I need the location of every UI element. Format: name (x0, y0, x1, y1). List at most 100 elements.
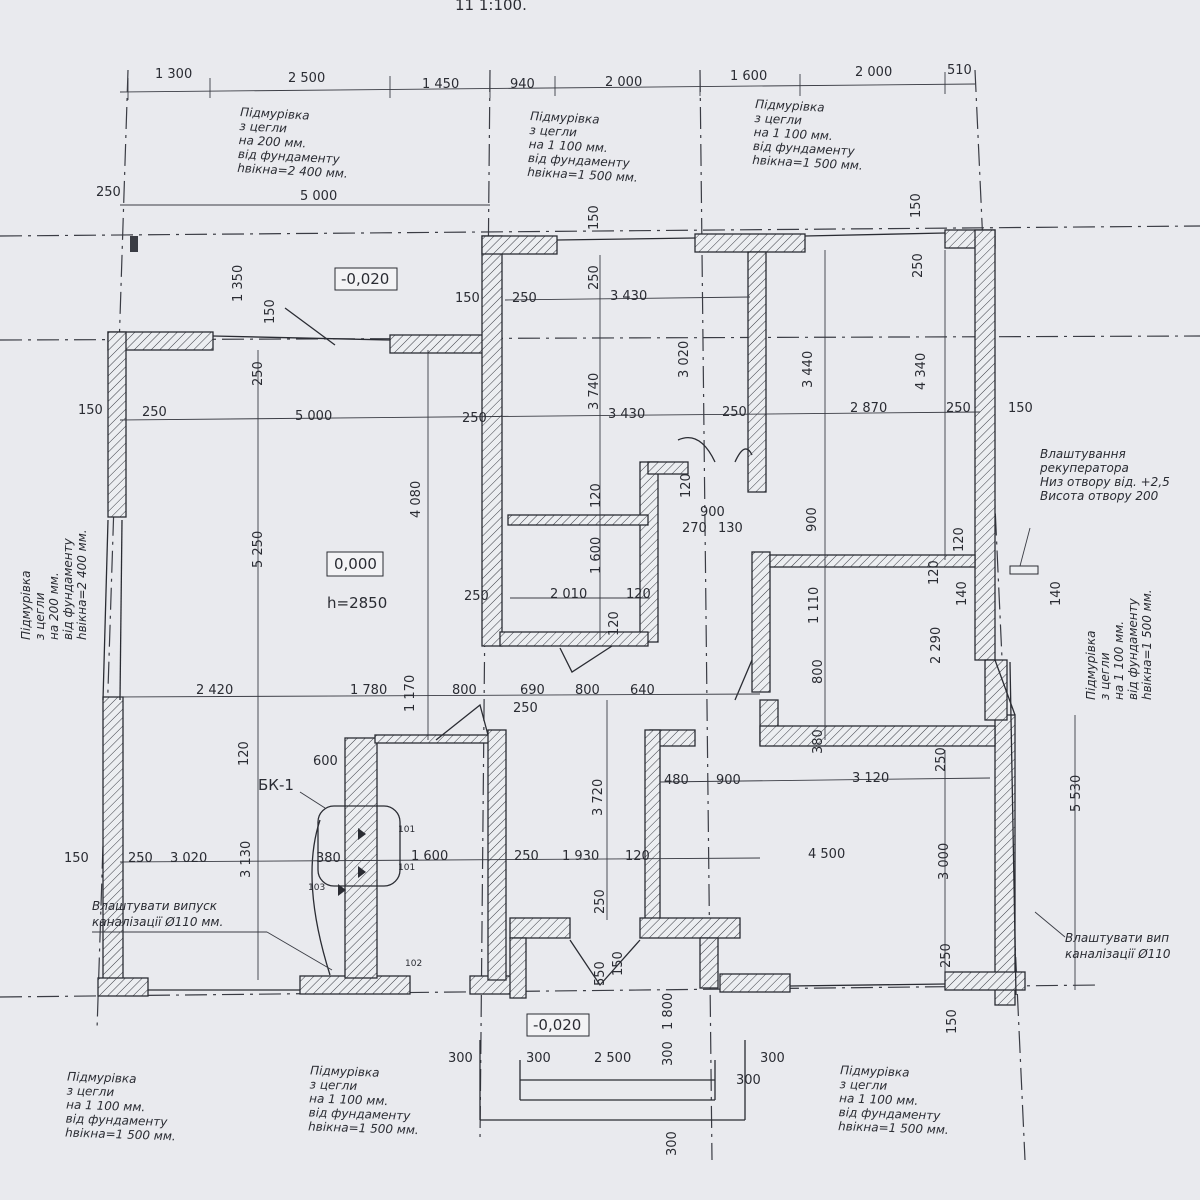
dim-label: 1 110 (807, 587, 822, 624)
dim-label: 120 (625, 849, 650, 864)
bk-label: БК-1 (258, 776, 294, 794)
dim-label: 3 120 (852, 771, 889, 786)
dim-label: 1 300 (155, 67, 192, 82)
dim-label: 5 530 (1069, 775, 1084, 812)
dim-label: 510 (947, 63, 972, 78)
note-line: hвікна=1 500 мм. (65, 1125, 176, 1143)
level-box (526, 1013, 590, 1037)
note-line: на 200 мм. (238, 133, 306, 151)
dim-label: 3 000 (937, 843, 952, 880)
dim-label: 250 (587, 265, 602, 290)
walls (97, 229, 1026, 1006)
dim-label: 900 (700, 505, 725, 520)
marker-101: 101 (398, 863, 415, 873)
dim-label: 800 (575, 683, 600, 698)
dim-label: 3 020 (677, 341, 692, 378)
dim-label: 1 170 (403, 675, 418, 712)
dim-label: 300 (736, 1073, 761, 1088)
dim-label: 150 (587, 205, 602, 230)
note-line: hвікна=1 500 мм. (1140, 589, 1154, 700)
dim-label: 1 600 (730, 69, 767, 84)
note-line: на 1 100 мм. (309, 1091, 389, 1108)
dim-label: 1 600 (589, 537, 604, 574)
dim-label: 300 (661, 1041, 676, 1066)
note-line: hвікна=2 400 мм. (237, 161, 348, 181)
note-line: на 1 100 мм. (753, 125, 833, 143)
dim-label: 900 (716, 773, 741, 788)
note-line: Влаштувати випуск (92, 899, 218, 913)
note-right: Підмурівка з цегли на 1 100 мм. від фунд… (1084, 589, 1154, 700)
dim-label: 3 430 (610, 289, 647, 304)
dim-label: 250 (514, 849, 539, 864)
dim-label: 2 000 (855, 65, 892, 80)
dim-label: 2 000 (605, 75, 642, 90)
dim-label: 250 (934, 747, 949, 772)
note-line: на 1 100 мм. (839, 1091, 919, 1108)
dim-label: 270 (682, 521, 707, 536)
dim-label: 130 (718, 521, 743, 536)
dim-label: 3 440 (801, 351, 816, 388)
note-left: Підмурівка з цегли на 200 мм. від фундам… (19, 529, 89, 640)
dim-label: 150 (78, 403, 103, 418)
note-line: з цегли (1098, 652, 1112, 700)
note-line: каналізації Ø110 (1065, 947, 1171, 961)
dim-label: 120 (626, 587, 651, 602)
note-line: на 1 100 мм. (66, 1098, 146, 1115)
note-sewer-right: Влаштувати вип каналізації Ø110 (1034, 911, 1171, 961)
note-line: Підмурівка (755, 97, 825, 115)
dim-label: 3 720 (591, 779, 606, 816)
note-line: Підмурівка (310, 1063, 380, 1079)
note-top-2: Підмурівка з цегли на 1 100 мм. від фунд… (527, 109, 638, 185)
dim-label: 800 (811, 659, 826, 684)
dim-label: 120 (927, 560, 942, 585)
dim-label: 250 (593, 889, 608, 914)
dim-label: 3 430 (608, 407, 645, 422)
dim-label: 900 (805, 507, 820, 532)
note-bottom-1: Підмурівка з цегли на 1 100 мм. від фунд… (65, 1070, 176, 1144)
dim-label: 380 (316, 851, 341, 866)
dim-label: 250 (911, 253, 926, 278)
note-bottom-2: Підмурівка з цегли на 1 100 мм. від фунд… (308, 1063, 419, 1137)
dim-label: 2 420 (196, 683, 233, 698)
note-line: на 1 100 мм. (1112, 621, 1126, 700)
dim-label: 4 500 (808, 847, 845, 862)
note-line: hвікна=1 500 мм. (308, 1119, 419, 1137)
note-line: з цегли (309, 1077, 357, 1093)
dim-label: 2 500 (288, 71, 325, 86)
dim-label: 250 (946, 401, 971, 416)
dim-label: 250 (464, 589, 489, 604)
dim-label: 940 (510, 77, 535, 92)
note-line: від фундаменту (61, 537, 75, 640)
dim-label: 1 350 (231, 265, 246, 302)
dim-label: 1 600 (411, 849, 448, 864)
dim-label: 150 (611, 951, 626, 976)
note-line: від фундаменту (238, 147, 341, 166)
dim-label: 380 (811, 729, 826, 754)
dim-label: 4 340 (914, 353, 929, 390)
room-height: h=2850 (327, 594, 387, 612)
dim-label: 150 (945, 1009, 960, 1034)
level-box (334, 267, 398, 291)
note-line: від фундаменту (528, 151, 631, 170)
dim-label: 250 (722, 405, 747, 420)
dim-label: 250 (142, 405, 167, 420)
entrance-steps (479, 1040, 746, 1121)
dim-label: 640 (630, 683, 655, 698)
note-line: від фундаменту (1126, 597, 1140, 700)
dim-label: 2 870 (850, 401, 887, 416)
dim-label: 5 000 (300, 189, 337, 204)
dim-label: 800 (452, 683, 477, 698)
note-line: Підмурівка (67, 1070, 137, 1086)
top-dimension-chain: 1 300 2 500 1 450 940 2 000 1 600 2 000 … (96, 63, 976, 252)
dim-label: 2 500 (594, 1051, 631, 1066)
dim-label: 1 780 (350, 683, 387, 698)
dim-label: 250 (128, 851, 153, 866)
marker-101: 101 (398, 825, 415, 835)
note-line: з цегли (754, 111, 802, 127)
note-line: з цегли (529, 123, 577, 139)
dim-label: 250 (462, 411, 487, 426)
note-bottom-3: Підмурівка з цегли на 1 100 мм. від фунд… (838, 1063, 949, 1137)
dim-label: 150 (909, 193, 924, 218)
dim-label: 480 (664, 773, 689, 788)
